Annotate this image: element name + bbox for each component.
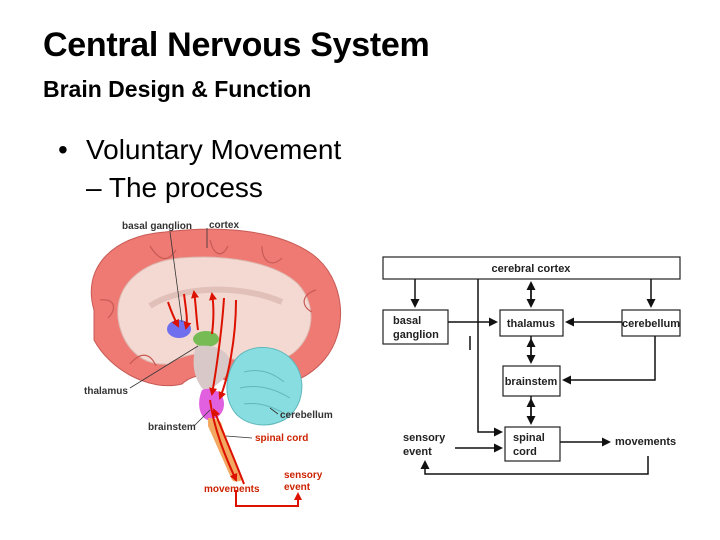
flow-label-event: event: [403, 446, 432, 458]
corpus-callosum: [148, 286, 284, 309]
label-brainstem: brainstem: [148, 422, 196, 433]
cortex-folds: [99, 239, 317, 367]
slide-title: Central Nervous System: [43, 26, 430, 64]
bullet-item: • Voluntary Movement: [58, 134, 341, 166]
box-basal-ganglion: [382, 309, 449, 345]
brain-illustration: basal ganglion cortex thalamus cerebellu…: [84, 220, 342, 507]
sub-bullet-text: – The process: [86, 172, 263, 203]
box-cerebral-cortex: [382, 256, 681, 280]
midbrain-region: [193, 345, 230, 392]
flow-label-ganglion: ganglion: [393, 329, 439, 341]
label-spinal-cord: spinal cord: [255, 433, 308, 444]
flow-label-thalamus: thalamus: [507, 318, 555, 330]
label-thalamus: thalamus: [84, 386, 128, 397]
bullet-icon: •: [58, 134, 68, 165]
box-thalamus: [499, 309, 564, 337]
label-movements: movements: [204, 484, 260, 495]
thalamus-region: [193, 331, 219, 347]
flow-label-cord: cord: [513, 446, 537, 458]
flow-label-sensory: sensory: [403, 432, 446, 444]
label-sensory: sensory: [284, 470, 323, 481]
flow-label-cerebral-cortex: cerebral cortex: [492, 263, 572, 275]
box-cerebellum: [621, 309, 681, 337]
cerebellum-region: [226, 347, 303, 426]
flow-label-basal: basal: [393, 315, 421, 327]
label-basal-ganglion: basal ganglion: [122, 221, 192, 232]
spinal-cord-region: [208, 418, 242, 482]
neural-pathway-arrows: [167, 290, 302, 507]
label-event: event: [284, 482, 311, 493]
bullet-text: Voluntary Movement: [86, 134, 342, 165]
cerebellum-folds: [239, 369, 291, 413]
box-brainstem: [502, 365, 561, 397]
flow-label-brainstem: brainstem: [505, 376, 558, 388]
slide-subtitle: Brain Design & Function: [43, 76, 312, 102]
label-cortex: cortex: [209, 220, 239, 231]
flowchart: cerebral cortex basal ganglion thalamus …: [382, 256, 681, 475]
label-cerebellum: cerebellum: [280, 410, 333, 421]
box-spinal-cord: [504, 426, 561, 462]
flow-label-movements: movements: [615, 436, 676, 448]
label-leader-lines: [129, 228, 279, 439]
flow-label-spinal: spinal: [513, 432, 545, 444]
flow-label-cerebellum: cerebellum: [622, 318, 680, 330]
flowchart-arrows: [410, 279, 656, 475]
